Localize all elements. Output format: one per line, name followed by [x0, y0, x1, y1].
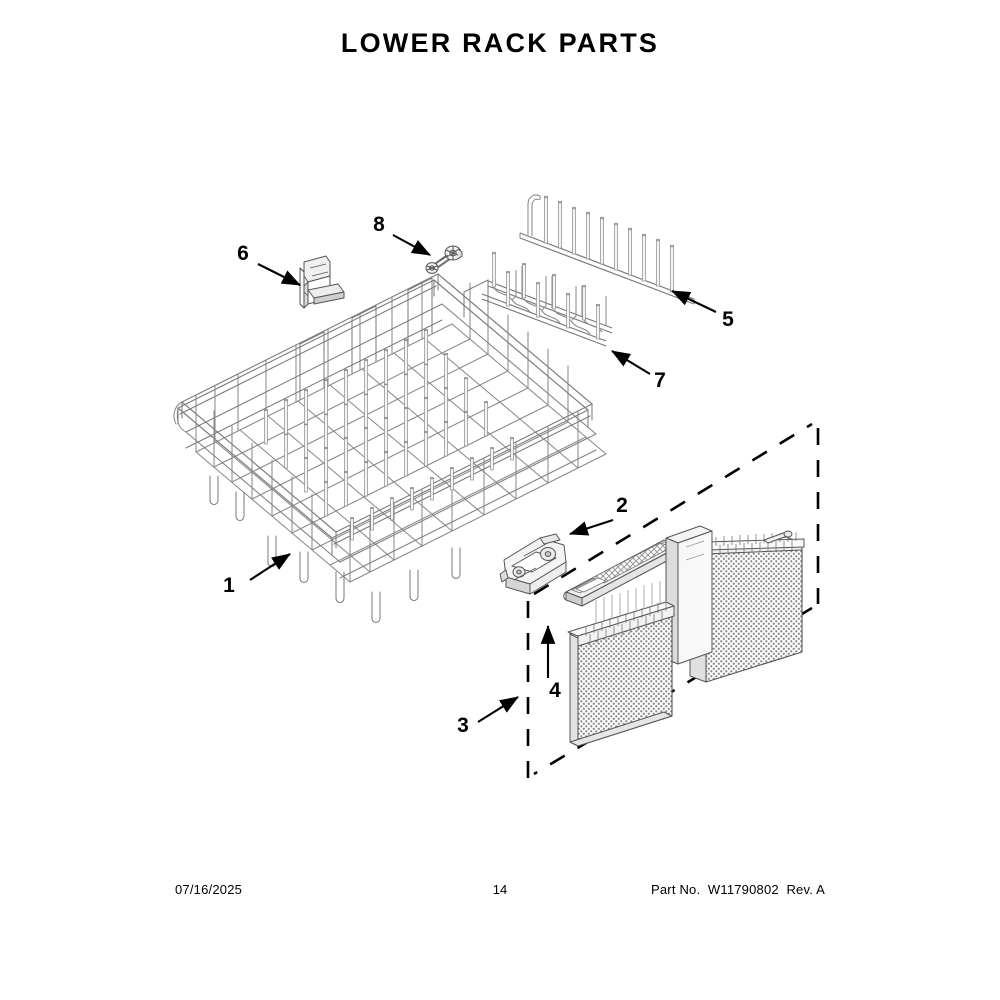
callout-label-4: 4 [549, 679, 561, 702]
exploded-assembly-dashed-boundary [526, 422, 820, 778]
callout-leader-8 [392, 234, 431, 256]
rack-back-wall [469, 282, 569, 423]
basket-inner-tines [595, 581, 661, 624]
lower-dish-rack[interactable] [173, 273, 607, 624]
rack-corner-posts [177, 273, 593, 555]
silverware-basket-left-compartment [567, 581, 675, 747]
callout-leader-5 [671, 290, 717, 313]
rack-stop-clip[interactable] [299, 255, 345, 309]
roller-wheel-axle[interactable] [425, 245, 463, 274]
rack-front-wall [213, 410, 313, 551]
footer-page-number: 14 [492, 882, 508, 897]
tall-tine-row-tines [543, 195, 675, 293]
callout-label-1: 1 [223, 574, 235, 597]
roller-wheel-large [444, 245, 463, 261]
fold-tine-row-wave-links [493, 287, 603, 335]
callout-label-8: 8 [373, 213, 385, 236]
callout-leader-7 [611, 350, 651, 375]
rack-feet [209, 475, 461, 624]
callout-leader-6 [257, 263, 301, 286]
fold-down-tine-row[interactable] [481, 251, 613, 347]
roller-wheel-small [425, 262, 439, 274]
silverware-basket-handle[interactable] [665, 525, 713, 665]
footer-date: 07/16/2025 [175, 882, 243, 897]
rack-roller-wheel-assembly[interactable] [499, 533, 567, 595]
callout-label-6: 6 [237, 242, 249, 265]
callout-label-2: 2 [616, 494, 628, 517]
page-title: LOWER RACK PARTS [340, 28, 660, 58]
rack-left-wall [195, 281, 423, 453]
callout-label-3: 3 [457, 714, 469, 737]
callout-leader-3 [477, 696, 519, 723]
rack-interior-dividers [299, 277, 489, 400]
callout-leader-1 [249, 553, 291, 581]
rack-mid-rails [185, 303, 597, 579]
tall-tine-row-hook [527, 194, 541, 236]
silverware-basket-lid[interactable] [563, 539, 682, 607]
silverware-basket-assembly[interactable] [567, 525, 805, 747]
rack-bottom-grid-cross [195, 323, 607, 583]
footer-part-number: Part No. W11790802 Rev. A [650, 882, 825, 897]
page-footer: 07/16/2025 14 Part No. W11790802 Rev. A [0, 882, 1000, 952]
callout-label-7: 7 [654, 369, 666, 392]
callout-layer: 1 2 3 4 5 6 7 [223, 213, 734, 737]
callout-leader-2 [569, 519, 614, 536]
rack-top-rim [177, 273, 594, 545]
callout-label-5: 5 [722, 308, 734, 331]
